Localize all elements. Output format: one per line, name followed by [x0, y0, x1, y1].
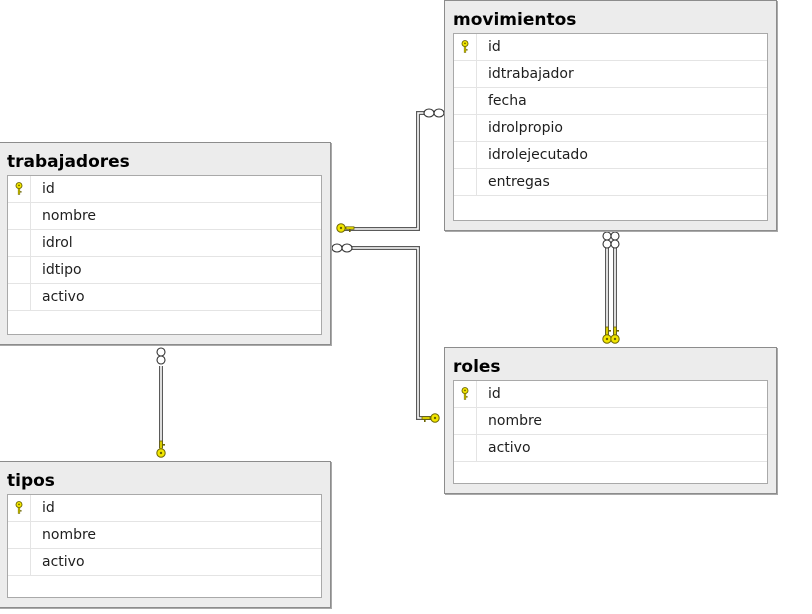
column-grid: id nombre activo — [7, 494, 322, 598]
primary-key-icon — [461, 40, 469, 53]
table-movimientos[interactable]: movimientos id idtrabajador fecha idrolprop… — [444, 0, 777, 231]
column-name: activo — [488, 440, 531, 456]
column-name: nombre — [488, 413, 543, 429]
row-marker — [8, 284, 31, 311]
many-end-infinity-icon — [331, 243, 353, 253]
row-marker — [8, 522, 31, 549]
column-row[interactable]: id — [454, 34, 767, 61]
column-row[interactable]: idtrabajador — [454, 61, 767, 88]
column-name: id — [42, 500, 55, 516]
many-end-infinity-icon — [156, 347, 166, 365]
relationship-trabajadores-roles[interactable] — [350, 246, 432, 420]
column-name: idtrabajador — [488, 66, 574, 82]
one-end-key-icon — [602, 326, 612, 344]
row-marker — [454, 435, 477, 462]
column-name: idrolpropio — [488, 120, 563, 136]
column-row[interactable]: fecha — [454, 88, 767, 115]
column-row[interactable]: nombre — [8, 522, 321, 549]
table-title: movimientos — [453, 10, 577, 30]
many-end-infinity-icon — [610, 231, 620, 249]
relationship-movimientos-trabajadores[interactable] — [340, 111, 426, 231]
table-roles[interactable]: roles id nombre activo — [444, 347, 777, 494]
column-grid: id nombre idrol idtipo activo — [7, 175, 322, 335]
column-row[interactable]: entregas — [454, 169, 767, 196]
column-row[interactable]: activo — [8, 549, 321, 576]
table-trabajadores[interactable]: trabajadores id nombre idrol idtipo activo — [0, 142, 331, 345]
column-name: fecha — [488, 93, 527, 109]
column-name: nombre — [42, 208, 97, 224]
row-marker — [8, 230, 31, 257]
column-name: id — [488, 39, 501, 55]
column-name: entregas — [488, 174, 550, 190]
table-tipos[interactable]: tipos id nombre activo — [0, 461, 331, 608]
many-end-infinity-icon — [602, 231, 612, 249]
row-marker — [454, 115, 477, 142]
row-marker — [8, 495, 31, 522]
column-row[interactable]: idrol — [8, 230, 321, 257]
column-grid: id nombre activo — [453, 380, 768, 484]
column-row[interactable]: activo — [8, 284, 321, 311]
row-marker — [454, 88, 477, 115]
primary-key-icon — [15, 501, 23, 514]
column-row[interactable]: nombre — [8, 203, 321, 230]
row-marker — [8, 257, 31, 284]
row-marker — [454, 142, 477, 169]
row-marker — [454, 408, 477, 435]
column-row[interactable]: id — [8, 495, 321, 522]
row-marker — [454, 169, 477, 196]
column-row[interactable]: idtipo — [8, 257, 321, 284]
one-end-key-icon — [610, 326, 620, 344]
column-grid: id idtrabajador fecha idrolpropio idrolejecu… — [453, 33, 768, 221]
primary-key-icon — [15, 182, 23, 195]
row-marker — [8, 549, 31, 576]
one-end-key-icon — [421, 413, 440, 423]
column-name: idtipo — [42, 262, 82, 278]
column-name: activo — [42, 554, 85, 570]
column-name: activo — [42, 289, 85, 305]
column-row[interactable]: id — [454, 381, 767, 408]
column-name: id — [488, 386, 501, 402]
many-end-infinity-icon — [423, 108, 445, 118]
one-end-key-icon — [156, 440, 166, 458]
column-row[interactable]: id — [8, 176, 321, 203]
table-title: roles — [453, 357, 501, 377]
column-row[interactable]: nombre — [454, 408, 767, 435]
table-title: trabajadores — [7, 152, 130, 172]
primary-key-icon — [461, 387, 469, 400]
row-marker — [8, 176, 31, 203]
row-marker — [8, 203, 31, 230]
row-marker — [454, 381, 477, 408]
row-marker — [454, 61, 477, 88]
column-row[interactable]: idrolejecutado — [454, 142, 767, 169]
column-name: idrolejecutado — [488, 147, 588, 163]
column-name: id — [42, 181, 55, 197]
table-title: tipos — [7, 471, 55, 491]
one-end-key-icon — [336, 223, 355, 233]
row-marker — [454, 34, 477, 61]
column-name: idrol — [42, 235, 73, 251]
column-row[interactable]: idrolpropio — [454, 115, 767, 142]
column-name: nombre — [42, 527, 97, 543]
column-row[interactable]: activo — [454, 435, 767, 462]
